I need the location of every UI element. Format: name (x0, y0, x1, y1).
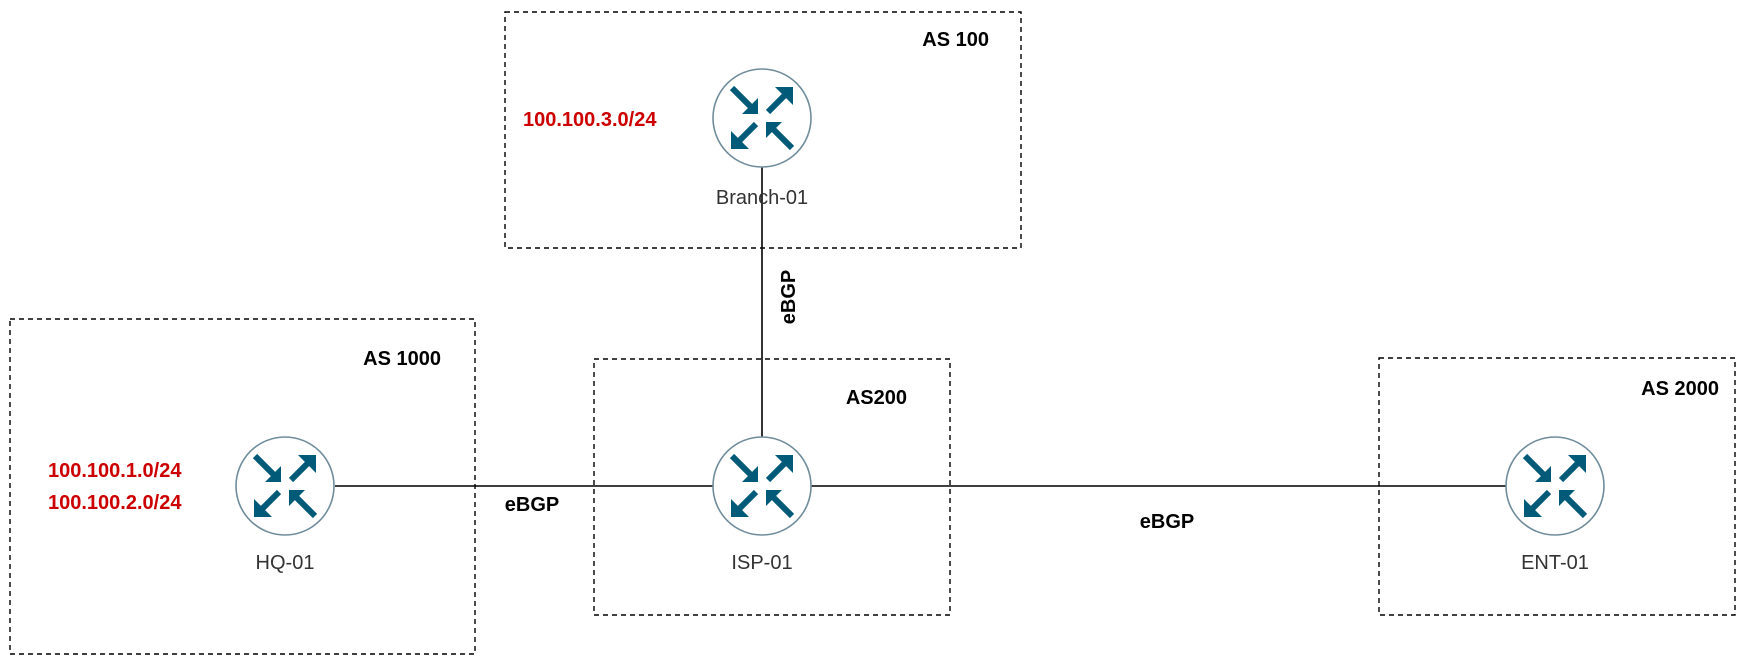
prefix-hq-2: 100.100.2.0/24 (48, 492, 182, 514)
link-label-isp-ent: eBGP (1140, 511, 1194, 533)
prefix-hq-1: 100.100.1.0/24 (48, 460, 182, 482)
as-label-as2000: AS 2000 (1641, 378, 1719, 400)
link-label-branch-isp: eBGP (778, 270, 800, 324)
router-label-branch: Branch-01 (716, 187, 808, 209)
router-icon (713, 69, 811, 167)
as-box-as100 (504, 11, 1022, 249)
as-label-as100: AS 100 (922, 29, 989, 51)
as-label-as1000: AS 1000 (363, 348, 441, 370)
router-icon (713, 437, 811, 535)
router-branch[interactable] (713, 69, 811, 167)
link-label-hq-isp: eBGP (505, 494, 559, 516)
router-label-ent: ENT-01 (1521, 552, 1589, 574)
router-icon (236, 437, 334, 535)
router-label-hq: HQ-01 (256, 552, 315, 574)
router-isp[interactable] (713, 437, 811, 535)
as-label-as200: AS200 (846, 387, 907, 409)
router-hq[interactable] (236, 437, 334, 535)
router-icon (1506, 437, 1604, 535)
prefix-branch-1: 100.100.3.0/24 (523, 109, 657, 131)
router-ent[interactable] (1506, 437, 1604, 535)
router-label-isp: ISP-01 (731, 552, 792, 574)
